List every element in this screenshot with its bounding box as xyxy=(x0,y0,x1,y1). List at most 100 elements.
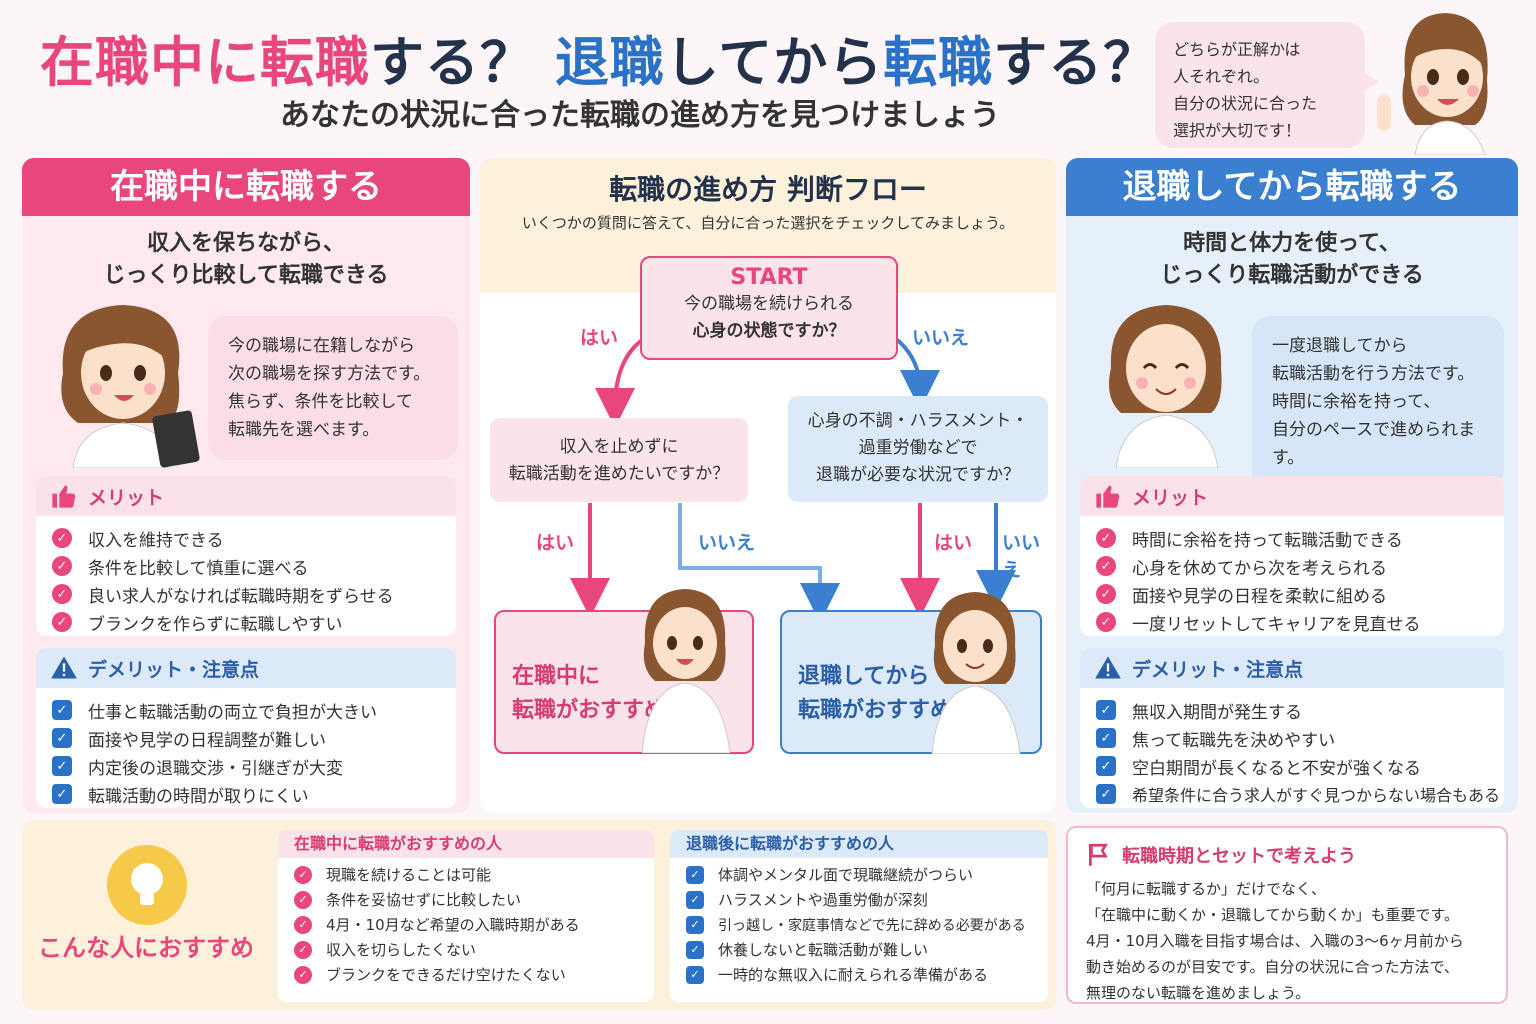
list-item: ✓仕事と転職活動の両立で負担が大きい xyxy=(52,696,440,724)
check-icon: ✓ xyxy=(52,556,72,576)
check-icon: ✓ xyxy=(52,756,72,776)
check-icon: ✓ xyxy=(294,940,312,959)
check-icon: ✓ xyxy=(1096,728,1116,748)
check-icon: ✓ xyxy=(686,965,704,984)
list-item: ✓一度リセットしてキャリアを見直せる xyxy=(1096,608,1488,636)
list-item: ✓条件を比較して慎重に選べる xyxy=(52,552,440,580)
in-job-merit-list: ✓収入を維持できる ✓条件を比較して慎重に選べる ✓良い求人がなければ転職時期を… xyxy=(36,516,456,636)
in-job-demerit-list: ✓仕事と転職活動の両立で負担が大きい ✓面接や見学の日程調整が難しい ✓内定後の… xyxy=(36,688,456,808)
after-quit-heading: 退職してから転職する xyxy=(1066,158,1518,216)
list-item: ✓収入を切らしたくない xyxy=(294,937,638,962)
in-job-heading: 在職中に転職する xyxy=(22,158,470,216)
flow-subtitle: いくつかの質問に答えて、自分に合った選択をチェックしてみましょう。 xyxy=(521,214,1015,232)
after-quit-recommend-card: 退職後に転職がおすすめの人 ✓体調やメンタル面で現職継続がつらい ✓ハラスメント… xyxy=(670,830,1048,1002)
flow-yes-label: はい xyxy=(580,327,619,349)
in-job-speech-bubble: 今の職場に在籍しながら 次の職場を探す方法です。 焦らず、条件を比較して 転職先… xyxy=(208,316,458,460)
list-item: ✓収入を維持できる xyxy=(52,524,440,552)
list-item: ✓無収入期間が発生する xyxy=(1096,696,1488,724)
flag-icon xyxy=(1088,843,1108,866)
flow-no-label: いいえ xyxy=(912,327,970,349)
list-item: ✓空白期間が長くなると不安が強くなる xyxy=(1096,752,1488,780)
list-item: ✓面接や見学の日程を柔軟に組める xyxy=(1096,580,1488,608)
check-icon: ✓ xyxy=(1096,756,1116,776)
list-item: ✓ブランクを作らずに転職しやすい xyxy=(52,608,440,636)
in-job-recommend-card: 在職中に転職がおすすめの人 ✓現職を続けることは可能 ✓条件を妥協せずに比較した… xyxy=(278,830,654,1002)
check-icon: ✓ xyxy=(294,965,312,984)
list-item: ✓条件を妥協せずに比較したい xyxy=(294,887,638,912)
check-icon: ✓ xyxy=(1096,556,1116,576)
check-icon: ✓ xyxy=(686,940,704,959)
list-item: ✓一時的な無収入に耐えられる準備がある xyxy=(686,962,1032,987)
check-icon: ✓ xyxy=(1096,700,1116,720)
check-icon: ✓ xyxy=(1096,584,1116,604)
after-quit-demerit-list: ✓無収入期間が発生する ✓焦って転職先を決めやすい ✓空白期間が長くなると不安が… xyxy=(1080,688,1504,808)
check-icon: ✓ xyxy=(52,584,72,604)
thumbs-up-icon xyxy=(1096,485,1120,508)
recommend-label: こんな人におすすめ xyxy=(38,934,254,962)
decision-flow-column: 転職の進め方 判断フロー いくつかの質問に答えて、自分に合った選択をチェックして… xyxy=(480,158,1056,813)
list-item: ✓転職活動の時間が取りにくい xyxy=(52,780,440,808)
flow-yes-label: はい xyxy=(536,532,575,554)
after-quit-merit-card: メリット ✓時間に余裕を持って転職活動できる ✓心身を休めてから次を考えられる … xyxy=(1080,476,1504,636)
check-icon: ✓ xyxy=(1096,528,1116,548)
in-job-merit-card: メリット ✓収入を維持できる ✓条件を比較して慎重に選べる ✓良い求人がなければ… xyxy=(36,476,456,636)
list-item: ✓内定後の退職交渉・引継ぎが大変 xyxy=(52,752,440,780)
list-item: ✓ブランクをできるだけ空けたくない xyxy=(294,962,638,987)
check-icon: ✓ xyxy=(52,784,72,804)
timing-note-body: 「何月に転職するか」だけでなく、 「在職中に動くか・退職してから動くか」も重要で… xyxy=(1086,880,1464,1002)
check-icon: ✓ xyxy=(52,528,72,548)
list-item: ✓心身を休めてから次を考えられる xyxy=(1096,552,1488,580)
check-icon: ✓ xyxy=(686,890,704,909)
flow-arrows xyxy=(570,336,1016,623)
check-icon: ✓ xyxy=(52,728,72,748)
warning-icon xyxy=(1095,656,1121,679)
nurse-tablet-illustration xyxy=(61,305,200,468)
nurse-happy-illustration xyxy=(1108,305,1222,468)
check-icon: ✓ xyxy=(294,890,312,909)
flow-start-box: START 今の職場を続けられる 心身の状態ですか？ xyxy=(640,256,898,360)
check-icon: ✓ xyxy=(294,915,312,934)
list-item: ✓ハラスメントや過重労働が深刻 xyxy=(686,887,1032,912)
list-item: ✓体調やメンタル面で現職継続がつらい xyxy=(686,862,1032,887)
list-item: ✓焦って転職先を決めやすい xyxy=(1096,724,1488,752)
list-item: ✓休養しないと転職活動が難しい xyxy=(686,937,1032,962)
list-item: ✓時間に余裕を持って転職活動できる xyxy=(1096,524,1488,552)
flow-no-label: いいえ xyxy=(698,532,756,554)
check-icon: ✓ xyxy=(686,865,704,884)
top-speech-bubble: どちらが正解かは 人それぞれ。 自分の状況に合った 選択が大切です！ xyxy=(1155,22,1379,148)
recommendation-panel: こんな人におすすめ 在職中に転職がおすすめの人 ✓現職を続けることは可能 ✓条件… xyxy=(22,820,1056,1010)
check-icon: ✓ xyxy=(52,700,72,720)
check-icon: ✓ xyxy=(1096,612,1116,632)
check-icon: ✓ xyxy=(52,612,72,632)
after-quit-column: 退職してから転職する 時間と体力を使って、 じっくり転職活動ができる 一度退職し… xyxy=(1066,158,1518,813)
timing-note-panel: 転職時期とセットで考えよう 「何月に転職するか」だけでなく、 「在職中に動くか・… xyxy=(1066,826,1508,1004)
check-icon: ✓ xyxy=(294,865,312,884)
flow-yes-label: はい xyxy=(934,532,973,554)
list-item: ✓面接や見学の日程調整が難しい xyxy=(52,724,440,752)
list-item: ✓良い求人がなければ転職時期をずらせる xyxy=(52,580,440,608)
flow-title: 転職の進め方 判断フロー xyxy=(609,173,927,206)
flow-question-health: 心身の不調・ハラスメント・ 過重労働などで 退職が必要な状況ですか？ xyxy=(788,396,1048,502)
check-icon: ✓ xyxy=(686,915,704,934)
in-job-column: 在職中に転職する 収入を保ちながら、 じっくり比較して転職できる 今の職場に在籍… xyxy=(22,158,470,813)
flow-no-label: いいえ xyxy=(1002,532,1041,581)
after-quit-lead: 時間と体力を使って、 じっくり転職活動ができる xyxy=(1160,231,1424,288)
list-item: ✓4月・10月など希望の入職時期がある xyxy=(294,912,638,937)
warning-icon xyxy=(51,656,77,679)
nurse-smile-illustration xyxy=(931,592,1021,754)
nurse-pointing-illustration xyxy=(1377,13,1488,155)
after-quit-speech-bubble: 一度退職してから 転職活動を行う方法です。 時間に余裕を持って、 自分のペースで… xyxy=(1252,316,1504,488)
thumbs-up-icon xyxy=(52,485,76,508)
check-icon: ✓ xyxy=(1096,784,1116,804)
flow-question-income: 収入を止めずに 転職活動を進めたいですか？ xyxy=(490,418,748,502)
list-item: ✓現職を続けることは可能 xyxy=(294,862,638,887)
list-item: ✓引っ越し・家庭事情などで先に辞める必要がある xyxy=(686,912,1032,937)
in-job-lead: 収入を保ちながら、 じっくり比較して転職できる xyxy=(103,231,389,288)
list-item: ✓希望条件に合う求人がすぐ見つからない場合もある xyxy=(1096,780,1500,808)
after-quit-demerit-card: デメリット・注意点 ✓無収入期間が発生する ✓焦って転職先を決めやすい ✓空白期… xyxy=(1080,648,1504,808)
page-subtitle: あなたの状況に合った転職の進め方を見つけましょう xyxy=(280,98,1000,133)
in-job-demerit-card: デメリット・注意点 ✓仕事と転職活動の両立で負担が大きい ✓面接や見学の日程調整… xyxy=(36,648,456,808)
nurse-cheer-illustration xyxy=(641,589,731,753)
lightbulb-icon xyxy=(107,845,187,925)
after-quit-merit-list: ✓時間に余裕を持って転職活動できる ✓心身を休めてから次を考えられる ✓面接や見… xyxy=(1080,516,1504,636)
